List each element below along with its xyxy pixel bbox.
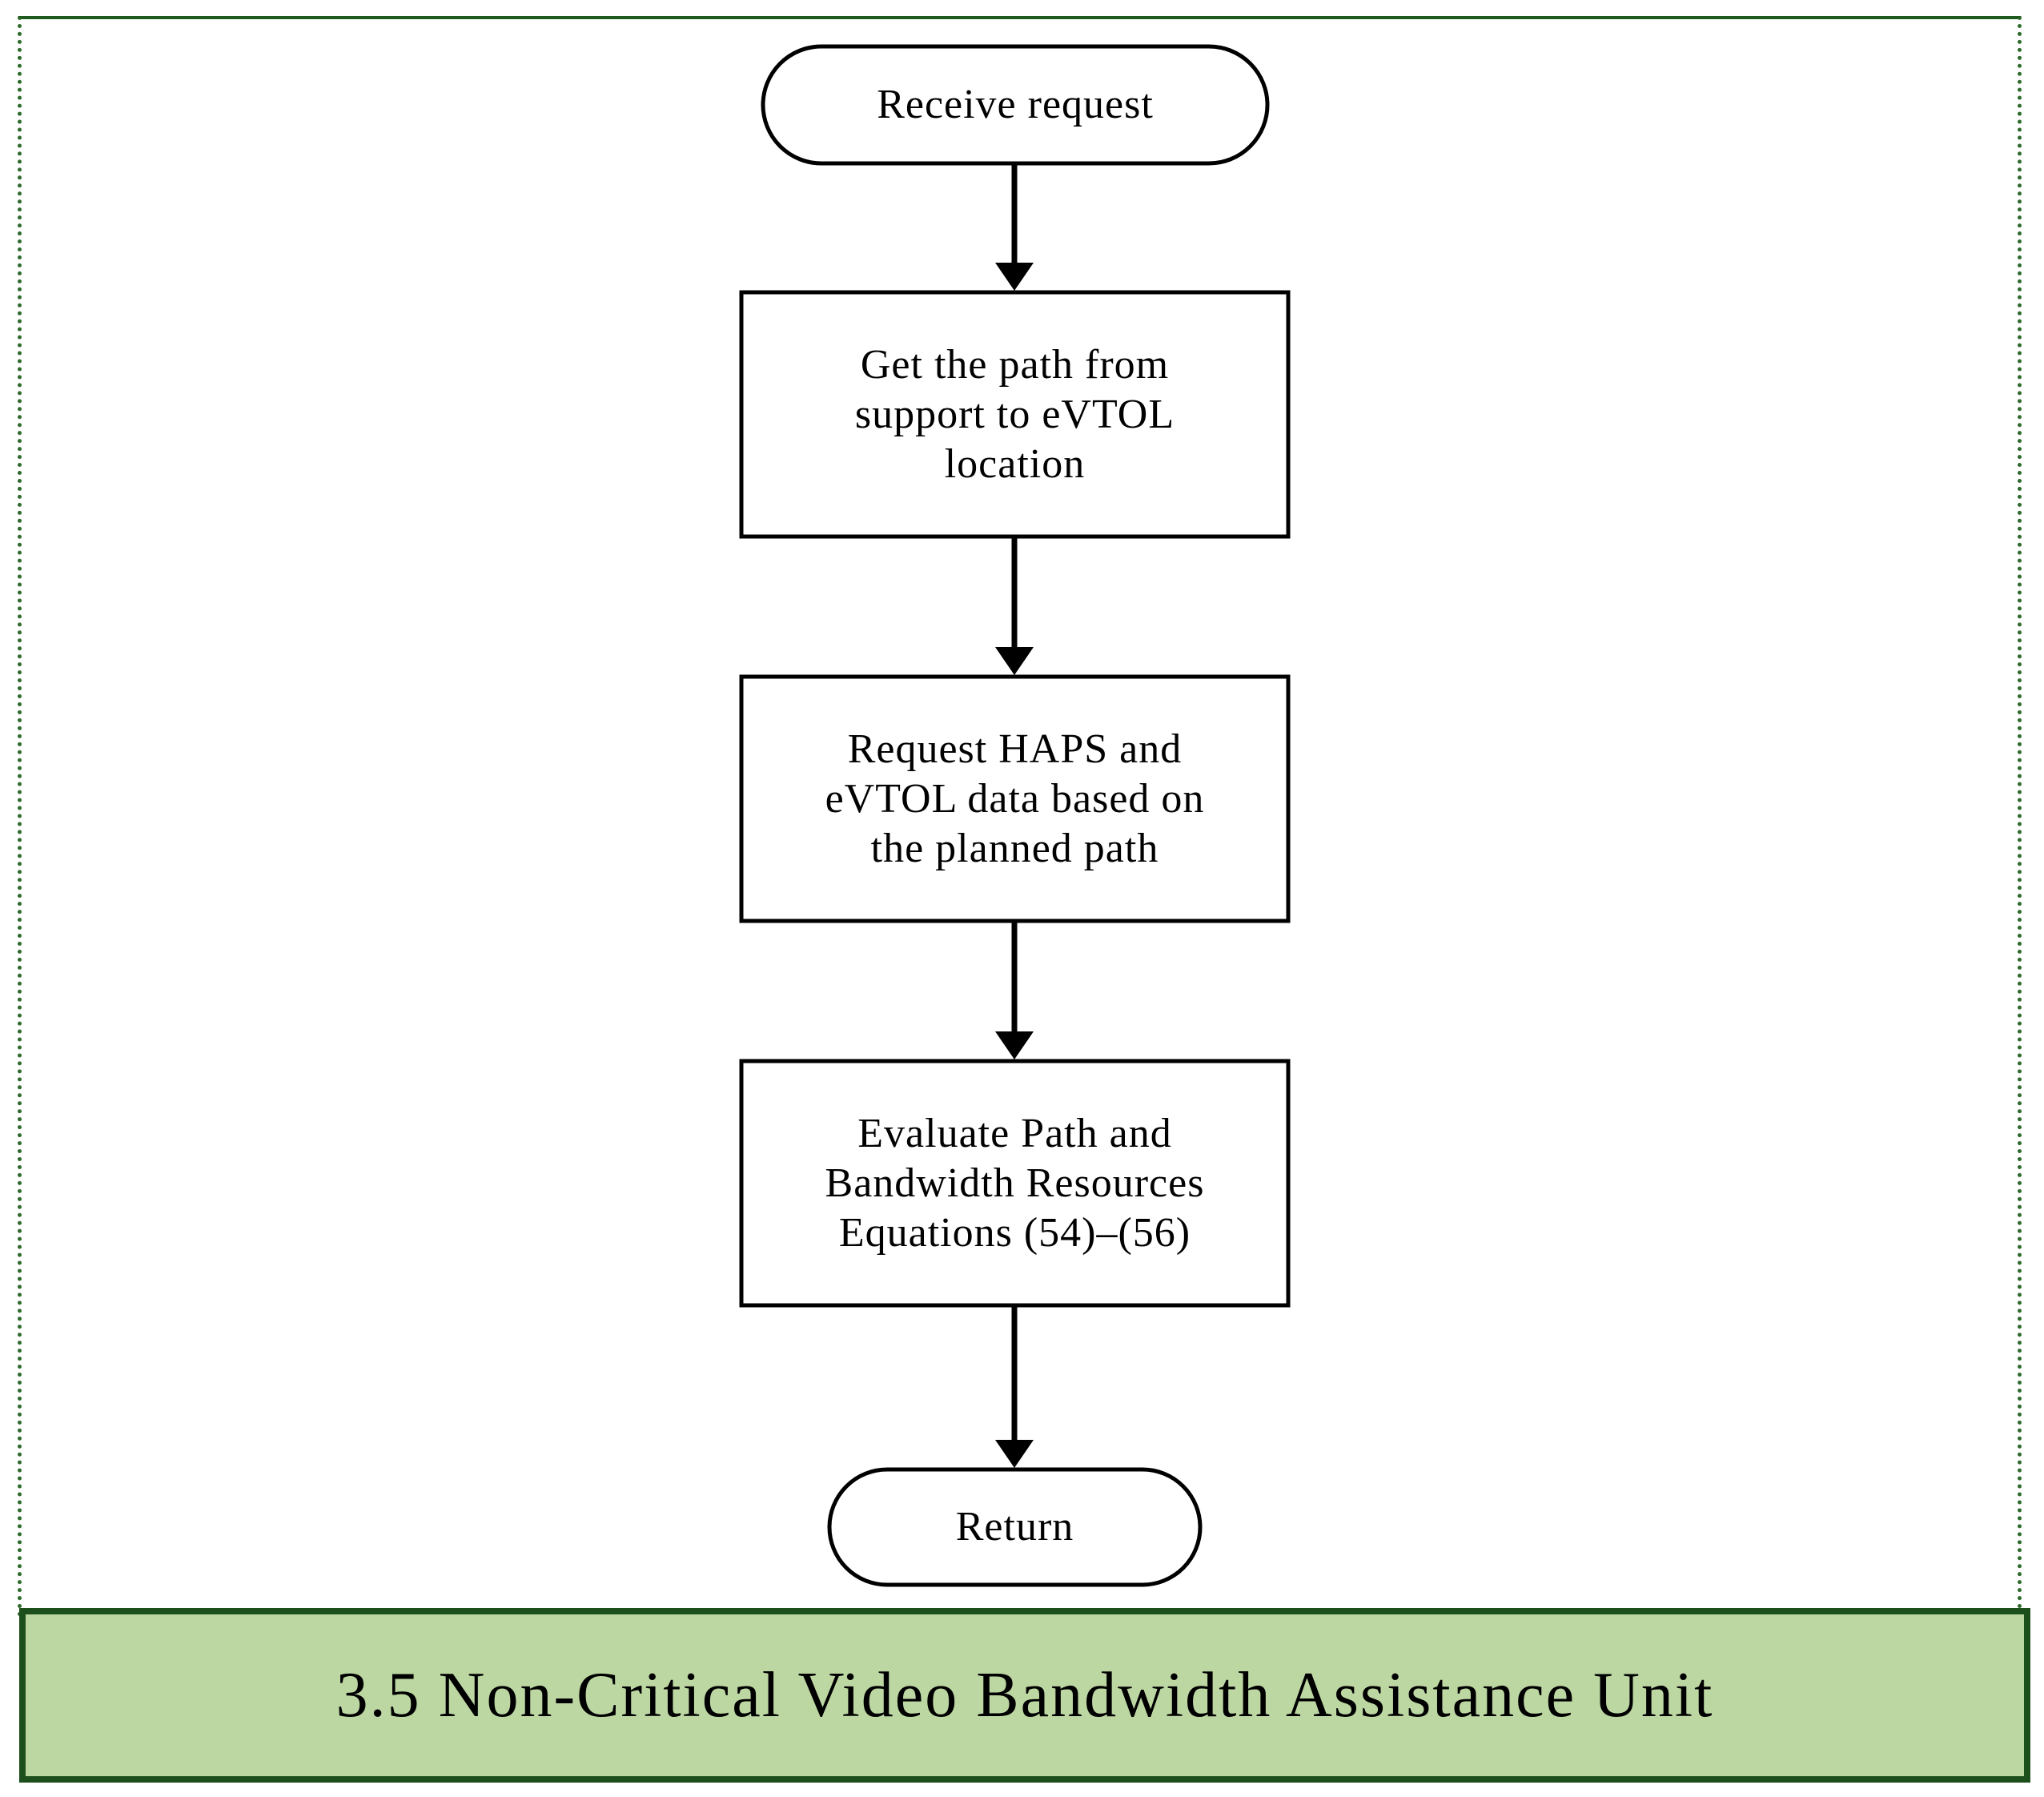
arrowhead-evaluate: [995, 1031, 1034, 1059]
arrowhead-request-data: [995, 647, 1034, 675]
node-shape-evaluate: [739, 1059, 1291, 1308]
unit-banner: 3.5 Non-Critical Video Bandwidth Assista…: [19, 1608, 2030, 1783]
node-label-evaluate: Evaluate Path and Bandwidth Resources Eq…: [825, 1110, 1205, 1256]
node-label-return: Return: [955, 1504, 1074, 1550]
node-shape-get-path: [739, 290, 1291, 539]
node-label-get-path: Get the path from support to eVTOL locat…: [854, 341, 1175, 487]
arrowhead-get-path: [995, 263, 1034, 291]
arrowhead-return: [995, 1440, 1034, 1468]
node-label-request-data: Request HAPS and eVTOL data based on the…: [825, 726, 1205, 871]
node-shape-return: [827, 1467, 1203, 1587]
node-label-receive: Receive request: [877, 82, 1154, 127]
unit-title: 3.5 Non-Critical Video Bandwidth Assista…: [335, 1659, 1714, 1731]
diagram-frame: [18, 16, 2022, 1618]
